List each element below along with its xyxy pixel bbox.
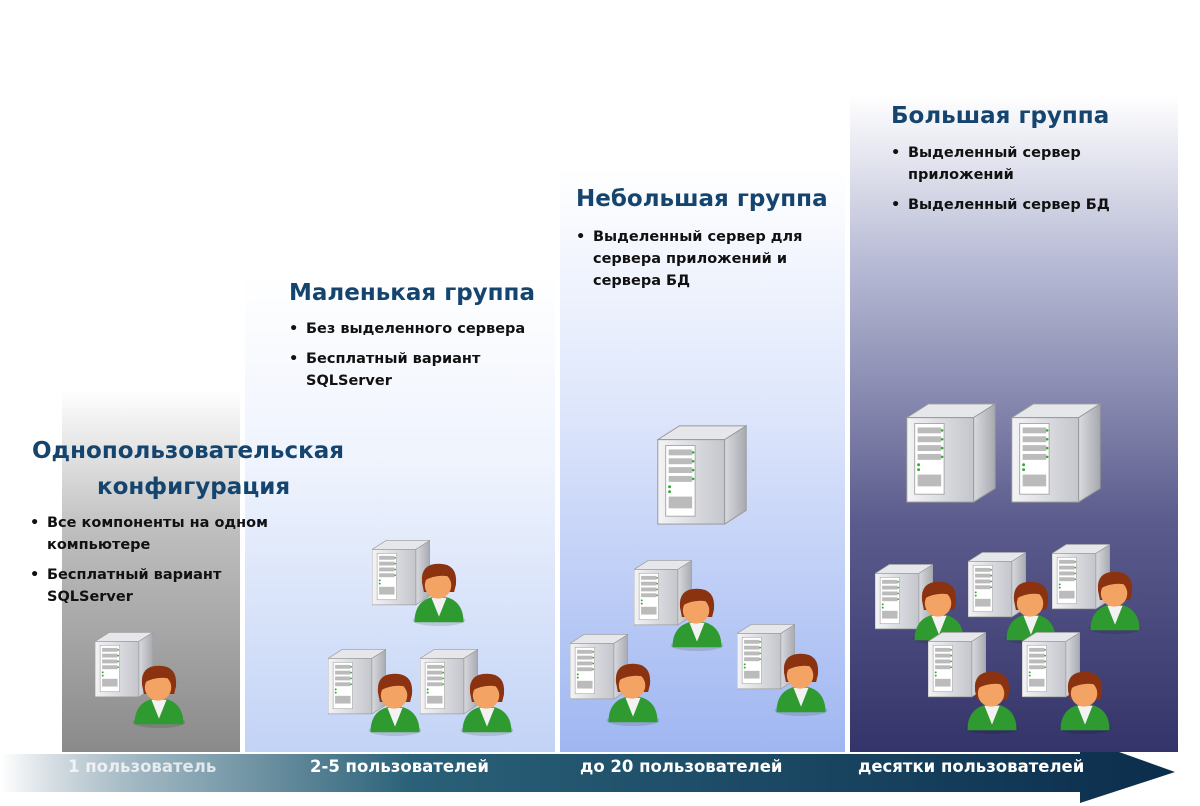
server-icon bbox=[1010, 398, 1102, 506]
column-title: конфигурация bbox=[97, 474, 291, 500]
server-icon bbox=[905, 398, 997, 506]
bullet-item: Бесплатный вариант SQLServer bbox=[289, 348, 496, 392]
axis-label: десятки пользователей bbox=[858, 757, 1085, 776]
column-title: Маленькая группа bbox=[289, 280, 535, 306]
person-icon bbox=[458, 670, 516, 736]
bullet-list: Без выделенного сервера Бесплатный вариа… bbox=[289, 318, 549, 400]
bullet-list: Все компоненты на одном компьютере Беспл… bbox=[30, 512, 310, 616]
person-icon bbox=[410, 560, 468, 626]
axis-label: 2-5 пользователей bbox=[310, 757, 489, 776]
person-icon bbox=[772, 650, 830, 716]
bullet-item: Выделенный сервер приложений bbox=[891, 142, 1108, 186]
bullet-item: Выделенный сервер для сервера приложений… bbox=[576, 226, 816, 292]
server-icon bbox=[657, 420, 747, 528]
axis-label: до 20 пользователей bbox=[580, 757, 783, 776]
bullet-item: Без выделенного сервера bbox=[289, 318, 549, 340]
person-icon bbox=[366, 670, 424, 736]
bullet-item: Все компоненты на одном компьютере bbox=[30, 512, 297, 556]
column-title: Однопользовательская bbox=[32, 438, 344, 464]
users-scale-arrow bbox=[0, 752, 1175, 803]
bullet-item: Бесплатный вариант SQLServer bbox=[30, 564, 310, 608]
bullet-list: Выделенный сервер приложений Выделенный … bbox=[891, 142, 1141, 224]
person-icon bbox=[668, 585, 726, 651]
person-icon bbox=[1086, 568, 1144, 634]
person-icon bbox=[130, 662, 188, 728]
person-icon bbox=[1056, 668, 1114, 734]
person-icon bbox=[604, 660, 662, 726]
column-title: Небольшая группа bbox=[576, 186, 828, 212]
person-icon bbox=[963, 668, 1021, 734]
bullet-list: Выделенный сервер для сервера приложений… bbox=[576, 226, 816, 300]
column-title: Большая группа bbox=[891, 103, 1110, 129]
axis-label: 1 пользователь bbox=[68, 757, 217, 776]
bullet-item: Выделенный сервер БД bbox=[891, 194, 1141, 216]
